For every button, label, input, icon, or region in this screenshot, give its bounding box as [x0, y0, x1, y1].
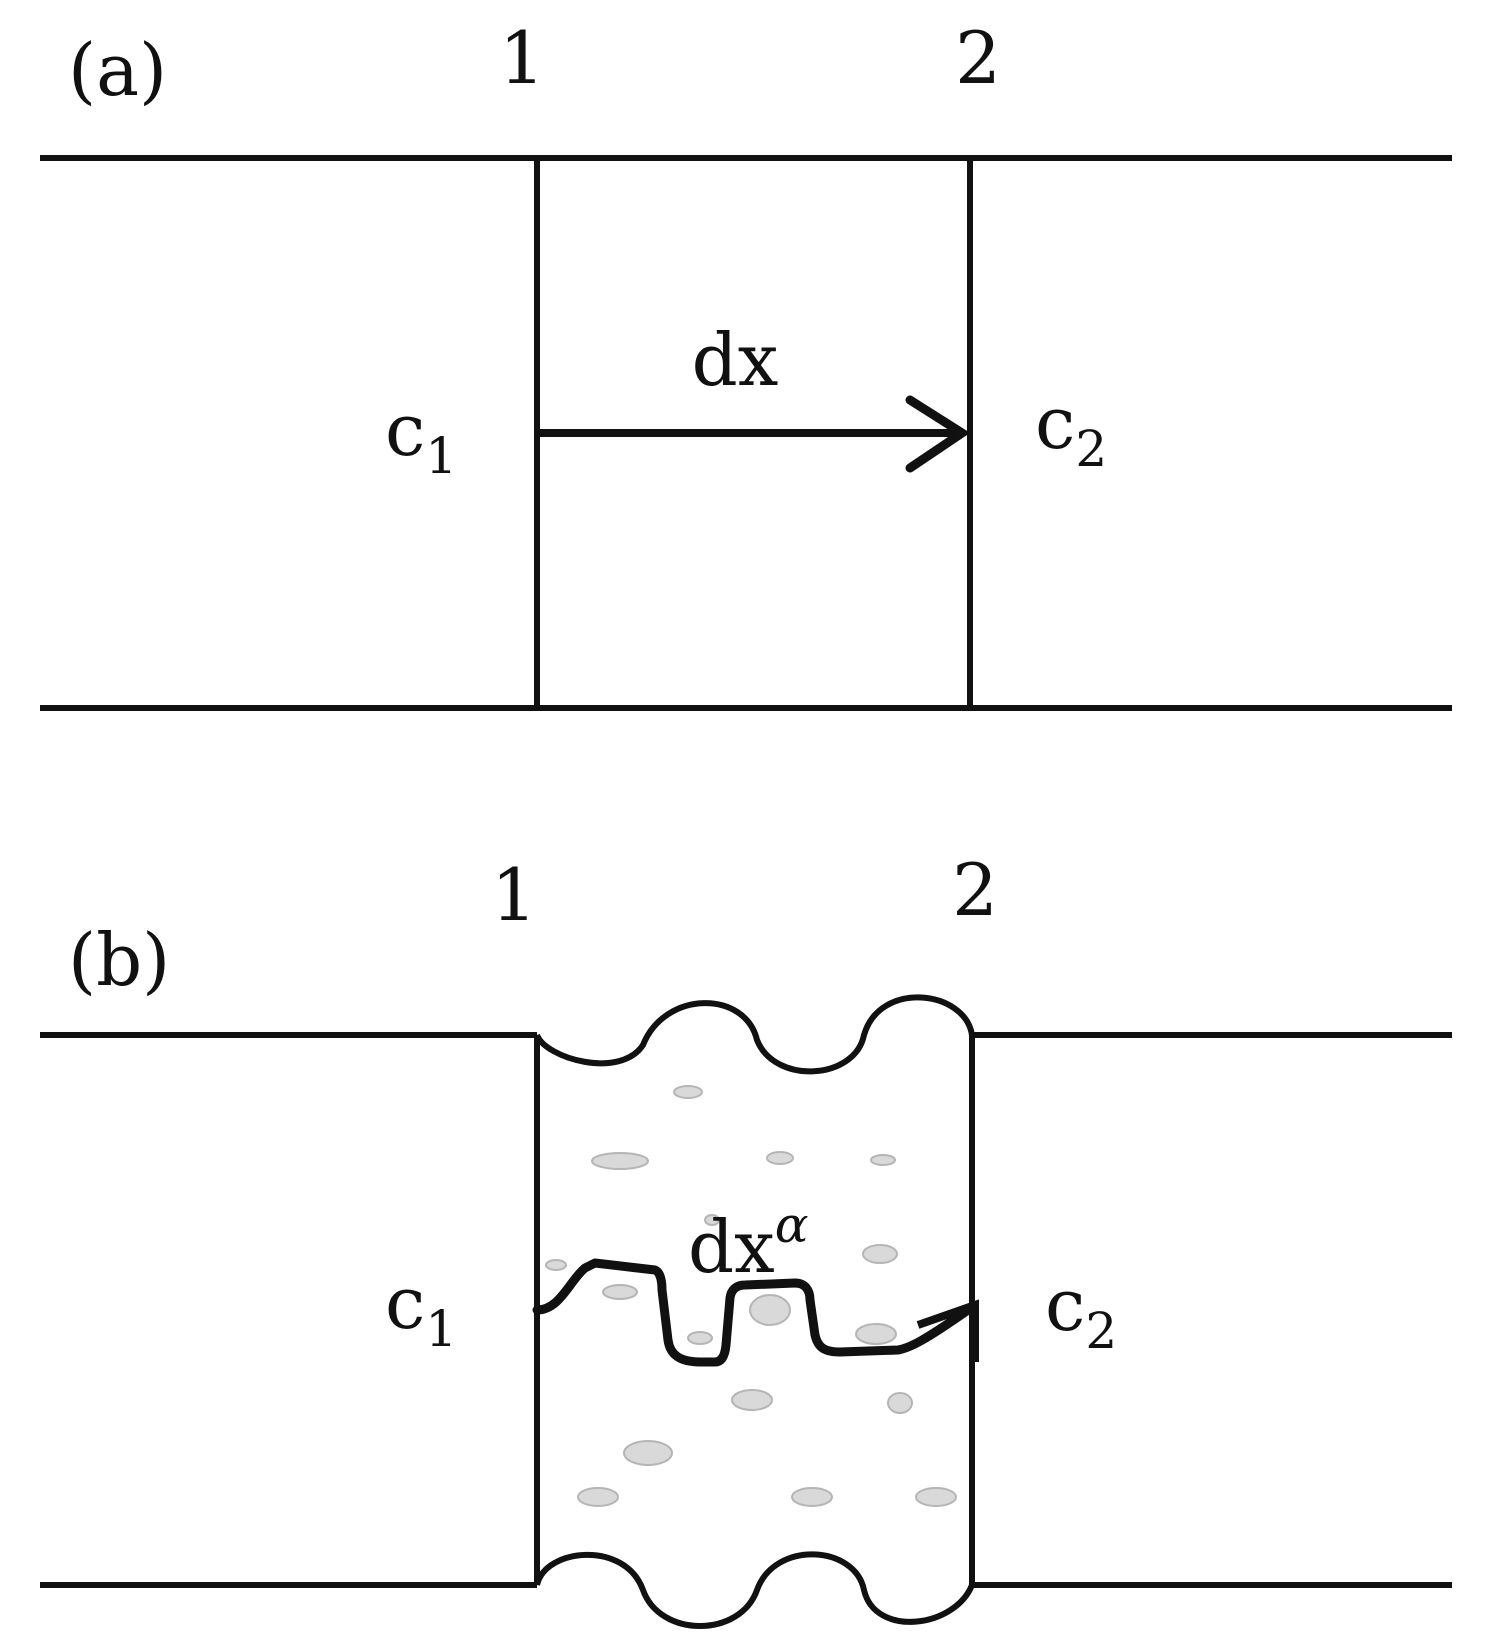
panel-b-wavy-top-edge [534, 994, 975, 1075]
panel-b-conc-left: c1 [385, 1261, 457, 1358]
pore [749, 1294, 791, 1326]
pore [791, 1487, 833, 1507]
pore [687, 1331, 713, 1345]
pore [862, 1244, 898, 1264]
panel-a-displacement-label: dx [692, 318, 779, 402]
panel-b-conc-left-base: c [385, 1261, 425, 1345]
pore [855, 1323, 897, 1345]
panel-b: 1 2 (b) [40, 848, 1452, 1629]
panel-b-section-2-label: 2 [952, 848, 998, 932]
panel-a-conc-left-sub: 1 [425, 427, 457, 485]
pore [731, 1389, 773, 1411]
pore [602, 1284, 638, 1300]
panel-b-conc-right-base: c [1045, 1263, 1085, 1347]
panel-a-label: (a) [68, 28, 167, 112]
panel-b-section-1-label: 1 [491, 853, 537, 937]
panel-b-conc-right: c2 [1045, 1263, 1117, 1360]
panel-a-conc-right: c2 [1035, 381, 1107, 478]
panel-b-arrowhead [916, 1299, 979, 1362]
panel-a-conc-left: c1 [385, 388, 457, 485]
panel-b-displacement-exponent: α [775, 1196, 809, 1254]
panel-a-arrowhead [905, 395, 971, 473]
pore [704, 1214, 720, 1226]
panel-a-conc-left-base: c [385, 388, 425, 472]
panel-b-label: (b) [68, 918, 170, 1002]
pore [577, 1487, 619, 1507]
pore [623, 1440, 673, 1466]
pore [545, 1259, 567, 1271]
pore [870, 1154, 896, 1166]
panel-b-conc-right-sub: 2 [1085, 1302, 1117, 1360]
pore [673, 1085, 703, 1099]
panel-a-conc-right-sub: 2 [1075, 420, 1107, 478]
pore [591, 1152, 649, 1170]
panel-a-section-1-label: 1 [499, 16, 545, 100]
panel-b-displacement-base: dx [688, 1205, 775, 1289]
pore [766, 1151, 794, 1165]
porous-medium-pores [545, 1085, 957, 1507]
panel-a-conc-right-base: c [1035, 381, 1075, 465]
panel-b-wavy-bottom-edge [534, 1551, 975, 1629]
panel-b-tortuous-path [532, 1258, 973, 1367]
pore [887, 1392, 913, 1414]
panel-a: (a) 1 2 dx c1 c2 [40, 16, 1452, 711]
pore [915, 1487, 957, 1507]
panel-b-conc-left-sub: 1 [425, 1300, 457, 1358]
panel-b-displacement-label: dxα [688, 1196, 808, 1289]
panel-a-section-2-label: 2 [955, 16, 1001, 100]
